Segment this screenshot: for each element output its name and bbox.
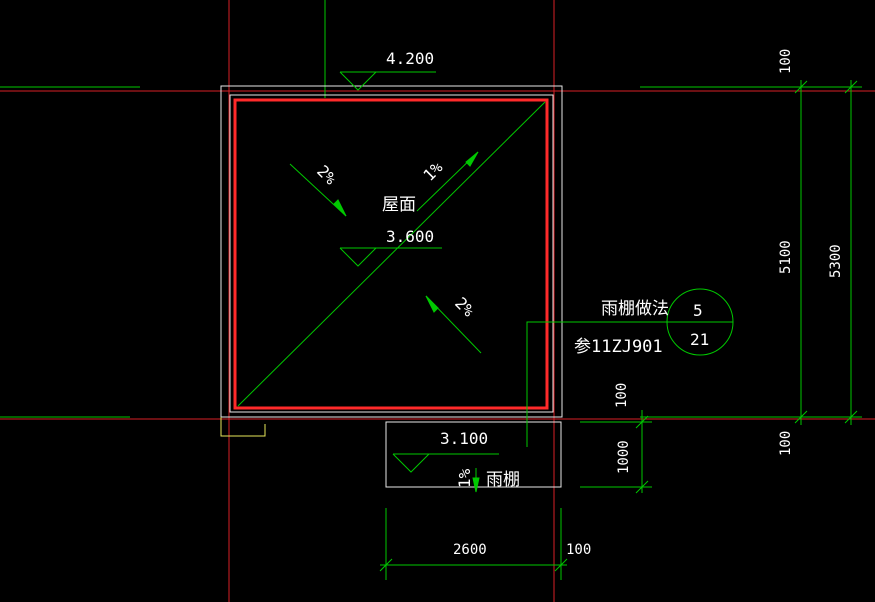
dimension-lines xyxy=(379,80,858,572)
detail-sheet-label: 21 xyxy=(690,330,709,349)
slope-label-3: 2% xyxy=(451,293,478,320)
wall-corner-mark xyxy=(220,417,266,437)
canopy-method-label: 雨棚做法 xyxy=(601,299,669,319)
outer-wall xyxy=(220,85,563,418)
ridge-diagonal xyxy=(237,101,546,407)
slope-label-4: 1% xyxy=(455,468,474,488)
canopy-name-label: 雨棚 xyxy=(486,470,520,490)
dim-right-mid: 5100 xyxy=(778,240,794,274)
dim-canopy-top: 100 xyxy=(614,383,630,408)
slope-label-2: 1% xyxy=(419,158,446,185)
detail-ref-label: 参11ZJ901 xyxy=(574,337,663,357)
building-outline xyxy=(220,85,563,437)
dim-bottom-width: 2600 xyxy=(453,542,487,558)
elev-roof-label: 3.600 xyxy=(386,227,434,246)
dim-right-total: 5300 xyxy=(828,244,844,278)
inner-wall xyxy=(229,94,554,413)
slope-arrows xyxy=(289,151,482,493)
extension-lines xyxy=(0,0,862,580)
detail-leader xyxy=(526,288,734,447)
elev-canopy-label: 3.100 xyxy=(440,429,488,448)
dim-right-bot: 100 xyxy=(778,431,794,456)
elev-top-label: 4.200 xyxy=(386,49,434,68)
parapet xyxy=(233,98,549,410)
canopy-outline xyxy=(385,421,562,488)
detail-num-label: 5 xyxy=(693,301,703,320)
dim-right-top: 100 xyxy=(778,49,794,74)
elevation-markers xyxy=(339,71,499,473)
dim-canopy-depth: 1000 xyxy=(616,440,632,474)
dim-bottom-right: 100 xyxy=(566,542,591,558)
roof-name-label: 屋面 xyxy=(382,195,416,215)
slope-label-1: 2% xyxy=(313,161,340,188)
